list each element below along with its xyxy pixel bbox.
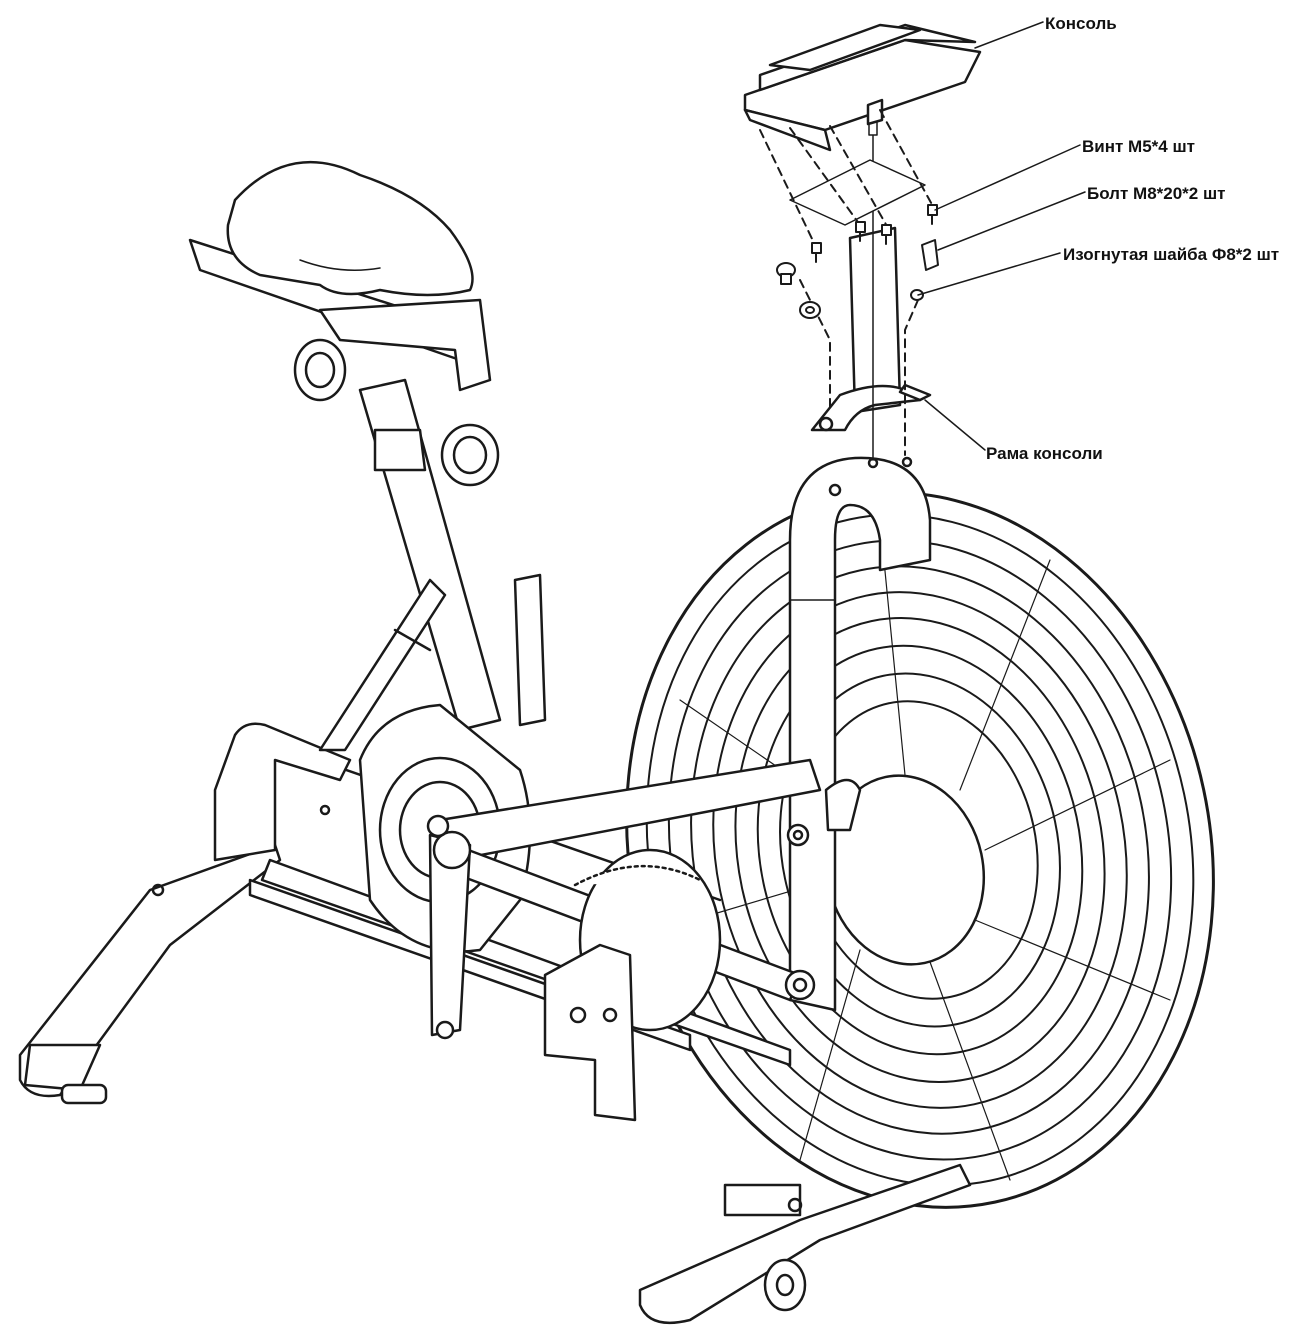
screw-4 (928, 205, 937, 224)
seat-assembly (190, 162, 500, 750)
fasteners (777, 205, 938, 318)
washer-right (911, 290, 923, 300)
screw-1 (812, 243, 821, 262)
label-console: Консоль (1045, 14, 1117, 33)
drive-assembly (360, 575, 820, 1120)
screw-3 (882, 225, 891, 244)
saddle (228, 162, 473, 295)
bolt-left (777, 263, 795, 284)
label-console-frame: Рама консоли (986, 444, 1103, 463)
label-curved-washer: Изогнутая шайба Ф8*2 шт (1063, 245, 1280, 264)
screw-2 (856, 222, 865, 241)
front-upright-frame (788, 458, 930, 1010)
assembly-guide-lines (760, 110, 935, 455)
bolt-right (922, 240, 938, 270)
leader-lines (918, 22, 1085, 450)
console-unit (745, 25, 980, 150)
label-bolt-m8: Болт М8*20*2 шт (1087, 184, 1226, 203)
mounting-plate (790, 160, 925, 225)
label-screw-m5: Винт М5*4 шт (1082, 137, 1195, 156)
console-mast (812, 228, 930, 430)
washer-left (800, 302, 820, 318)
transport-wheel (765, 1260, 805, 1310)
